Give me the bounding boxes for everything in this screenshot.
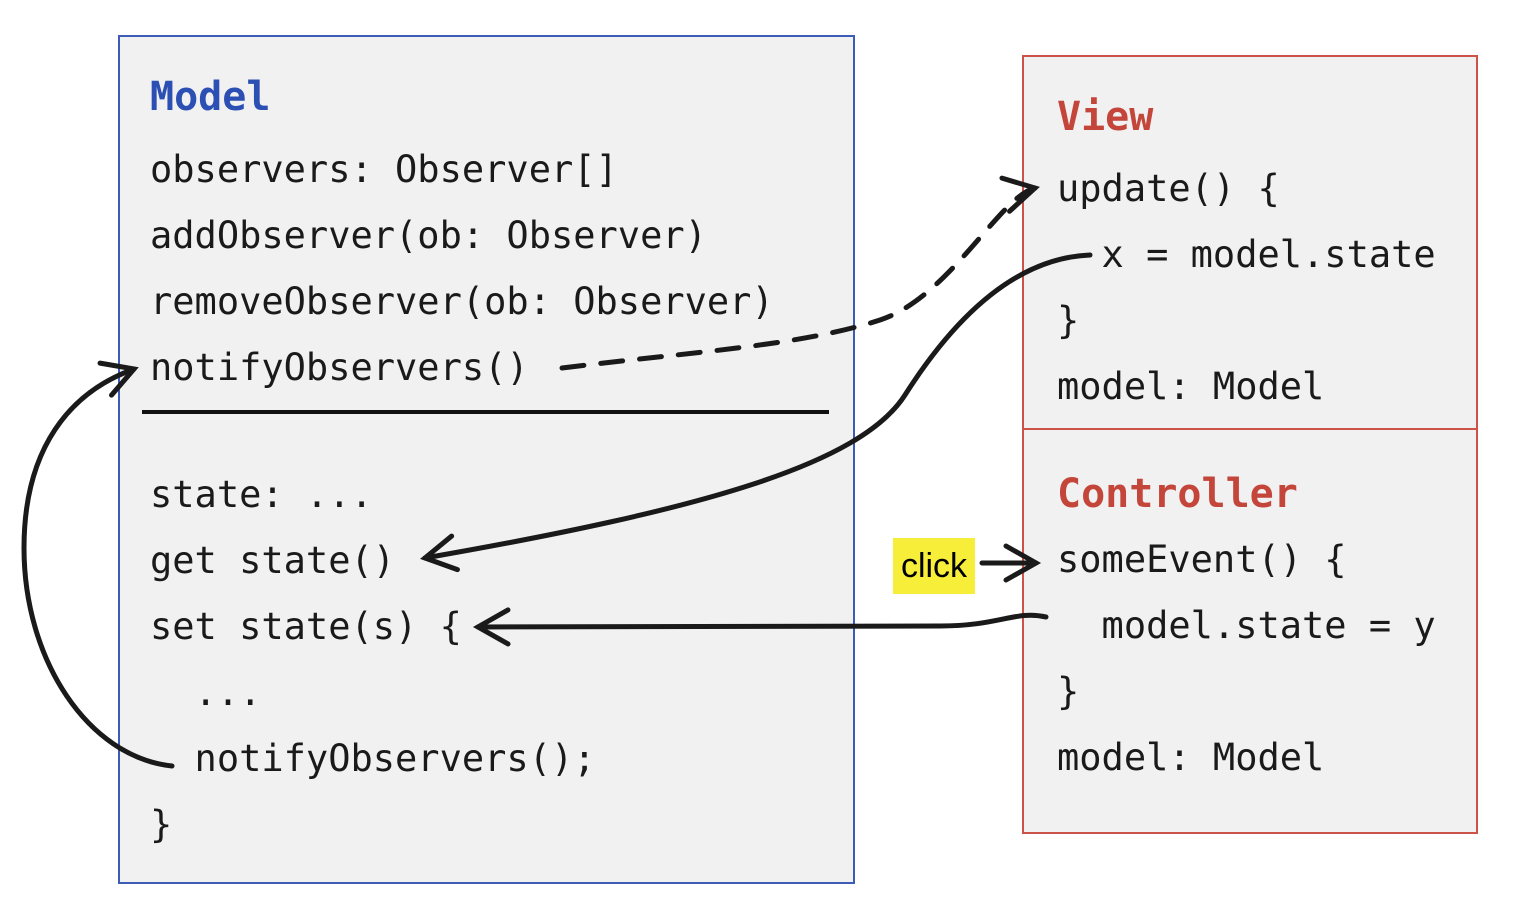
view-update-method: update() { [1057, 167, 1280, 210]
controller-some-event-body: model.state = y [1057, 604, 1436, 647]
click-event-label: click [893, 538, 975, 594]
model-add-observer-method: addObserver(ob: Observer) [150, 214, 707, 257]
model-box-title: Model [150, 74, 271, 120]
controller-some-event-method: someEvent() { [1057, 538, 1347, 581]
controller-closing-brace: } [1057, 670, 1080, 713]
model-remove-observer-method: removeObserver(ob: Observer) [150, 280, 774, 323]
model-class-box: Model observers: Observer[] addObserver(… [118, 35, 855, 884]
controller-class-box: Controller someEvent() { model.state = y… [1022, 430, 1478, 834]
view-box-title: View [1057, 94, 1154, 140]
view-class-box: View update() { x = model.state } model:… [1022, 55, 1478, 430]
model-state-field: state: ... [150, 473, 373, 516]
model-section-divider [142, 410, 829, 414]
model-observers-field: observers: Observer[] [150, 148, 618, 191]
model-set-state-body-ellipsis: ... [150, 671, 262, 714]
model-set-state-notify-call: notifyObservers(); [150, 737, 596, 780]
controller-box-title: Controller [1057, 471, 1298, 517]
view-update-closing-brace: } [1057, 299, 1080, 342]
model-get-state-method: get state() [150, 539, 396, 582]
model-notify-observers-method: notifyObservers() [150, 346, 529, 389]
model-set-state-closing-brace: } [150, 803, 173, 846]
view-model-field: model: Model [1057, 365, 1325, 408]
controller-model-field: model: Model [1057, 736, 1325, 779]
view-update-body: x = model.state [1057, 233, 1436, 276]
model-set-state-method: set state(s) { [150, 605, 462, 648]
